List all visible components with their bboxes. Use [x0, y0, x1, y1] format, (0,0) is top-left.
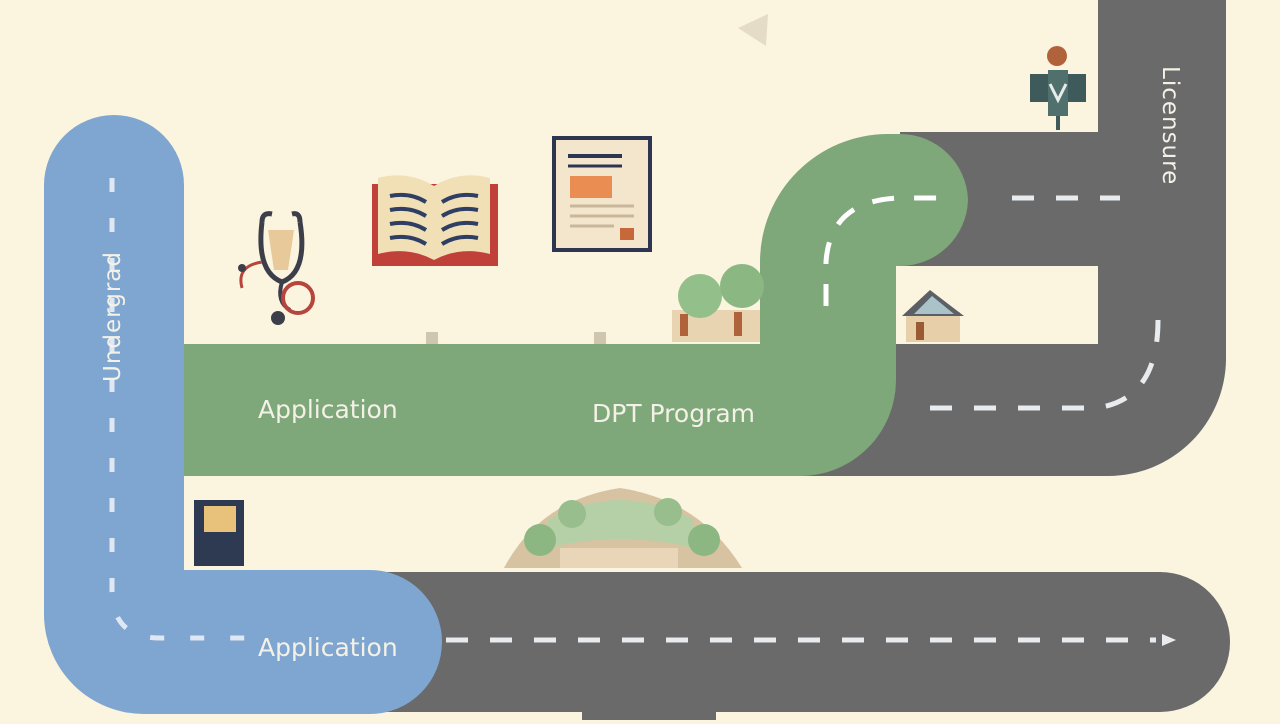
stage-label-dpt-program: DPT Program: [592, 399, 755, 428]
trees-icon: [672, 264, 764, 342]
document-icon: [552, 136, 652, 252]
notebook-icon: [194, 500, 244, 566]
arrow-marker-icon: [738, 14, 768, 46]
undergrad-road-lane: [109, 178, 250, 641]
road-marker: [426, 332, 438, 344]
stage-label-undergrad: Undergrad: [100, 251, 126, 382]
stage-label-application-top: Application: [258, 395, 398, 424]
therapist-icon: [1030, 46, 1086, 130]
open-book-icon: [372, 175, 498, 266]
bottom-road-exit: [582, 700, 716, 720]
house-icon: [902, 290, 964, 342]
stethoscope-icon: [238, 211, 315, 325]
dpt-road: [184, 134, 968, 476]
dpt-road-lane: [823, 195, 940, 306]
undergrad-road: [44, 115, 442, 714]
bottom-road-arrow: [1162, 634, 1176, 646]
stage-label-application-bottom: Application: [258, 633, 398, 662]
stage-label-licensure: Licensure: [1157, 66, 1183, 185]
hill-icon: [504, 488, 742, 568]
middle-road: [800, 300, 1226, 476]
road-marker: [594, 332, 606, 344]
middle-road-lane: [930, 319, 1161, 411]
